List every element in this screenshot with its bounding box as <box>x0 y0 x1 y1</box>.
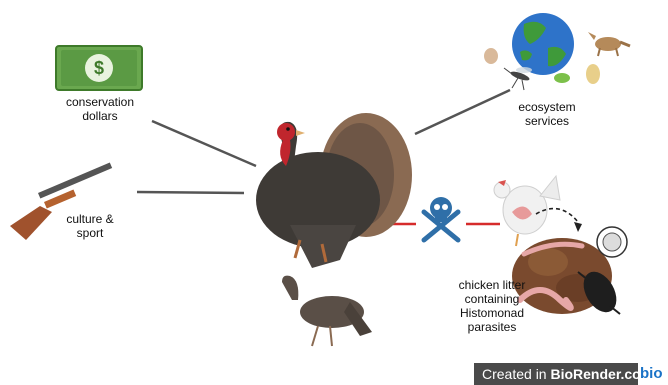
aphid-icon <box>554 73 570 83</box>
coyote-icon <box>588 32 630 56</box>
connector-culture <box>137 192 244 193</box>
biorender-logo: bio <box>638 363 668 385</box>
mosquito-icon <box>504 67 532 90</box>
hen-icon <box>282 276 372 346</box>
connector-ecosystem <box>415 90 510 134</box>
turkey-icon <box>256 113 412 268</box>
chicken-icon <box>494 176 560 246</box>
chicken-litter-label: chicken litter containing Histomonad par… <box>444 278 540 334</box>
conservation-dollars-label: conservation dollars <box>44 95 156 123</box>
biorender-watermark: Created in BioRender.com bio <box>474 363 668 385</box>
connector-conservation <box>152 121 256 166</box>
globe-icon <box>512 13 574 75</box>
parasite-cell-icon <box>597 227 627 257</box>
money-icon: $ <box>56 46 142 90</box>
skull-crossbones-icon <box>424 197 458 240</box>
culture-sport-label: culture & sport <box>50 212 130 240</box>
svg-text:$: $ <box>94 58 104 78</box>
watermark-prefix: Created in <box>482 366 550 382</box>
ecosystem-services-label: ecosystem services <box>502 100 592 128</box>
